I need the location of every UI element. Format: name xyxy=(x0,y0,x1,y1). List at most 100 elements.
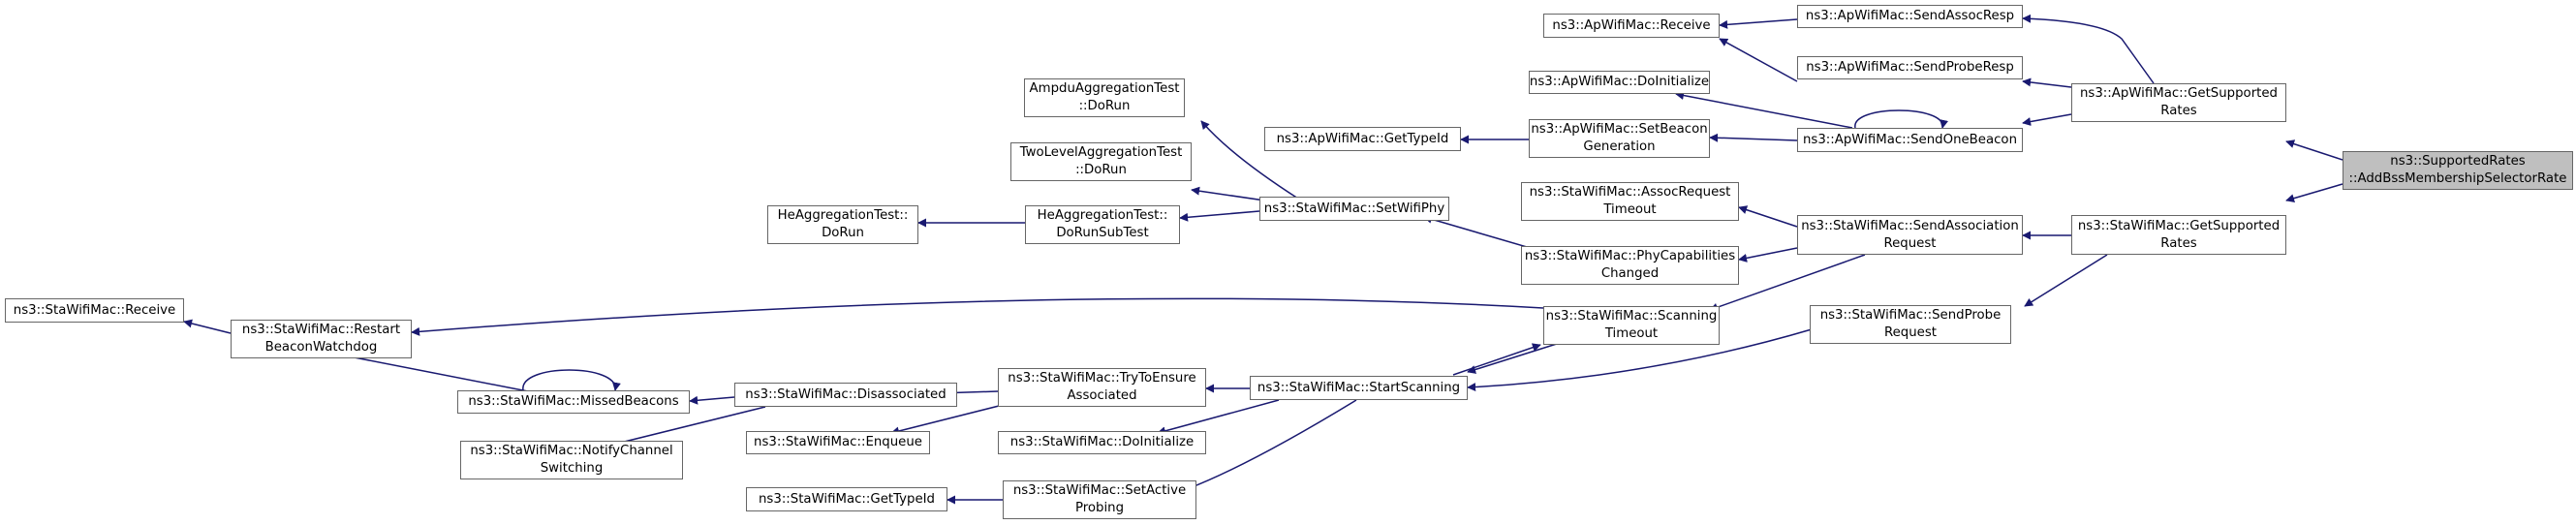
node-label-line: ns3::StaWifiMac::MissedBeacons xyxy=(468,394,679,409)
node-sta-missed-beacons[interactable]: ns3::StaWifiMac::MissedBeacons xyxy=(457,390,690,414)
node-label-line: ns3::StaWifiMac::StartScanning xyxy=(1257,380,1461,395)
node-label-line: ns3::ApWifiMac::SendOneBeacon xyxy=(1802,132,2017,147)
node-label-line: Request xyxy=(1883,325,1937,340)
node-sta-get-type-id[interactable]: ns3::StaWifiMac::GetTypeId xyxy=(746,487,947,511)
node-label-line: Associated xyxy=(1067,388,1137,403)
node-ampdu-aggregation-test-do-run[interactable]: AmpduAggregationTest ::DoRun xyxy=(1024,78,1185,117)
node-label-line: Rates xyxy=(2160,104,2197,118)
edge-add-bss-to-ap-get-supported xyxy=(2285,139,2343,161)
node-label-line: AmpduAggregationTest xyxy=(1029,81,1180,96)
node-label-line: ns3::StaWifiMac::GetSupported xyxy=(2077,218,2281,233)
node-label-line: ns3::ApWifiMac::GetSupported xyxy=(2079,86,2278,101)
node-sta-enqueue[interactable]: ns3::StaWifiMac::Enqueue xyxy=(746,431,930,454)
edge-send-one-beacon-self xyxy=(1854,109,1949,129)
node-label-line: ns3::StaWifiMac::SetWifiPhy xyxy=(1263,201,1445,216)
node-label-line: ns3::StaWifiMac::SendAssociation xyxy=(1801,218,2019,233)
node-label-line: ns3::ApWifiMac::Receive xyxy=(1552,17,1711,33)
node-sta-try-to-ensure-associated[interactable]: ns3::StaWifiMac::TryToEnsure Associated xyxy=(998,368,1206,407)
node-he-aggregation-test-do-run[interactable]: HeAggregationTest:: DoRun xyxy=(767,205,918,244)
node-label-line: Probing xyxy=(1074,501,1125,515)
node-label-line: HeAggregationTest:: xyxy=(1037,208,1168,223)
edge-missed-beacons-to-restart-beacon-watchdog xyxy=(328,350,529,392)
node-ap-set-beacon-generation[interactable]: ns3::ApWifiMac::SetBeacon Generation xyxy=(1529,119,1710,158)
edge-start-scanning-to-scanning-timeout xyxy=(1452,343,1541,376)
node-label-line: ns3::ApWifiMac::SetBeacon xyxy=(1531,122,1708,137)
node-sta-disassociated[interactable]: ns3::StaWifiMac::Disassociated xyxy=(734,383,957,407)
edge-scanning-timeout-to-start-scanning xyxy=(1467,342,1561,374)
edge-scanning-timeout-to-restart-beacon-watchdog xyxy=(411,297,1544,336)
edge-disassociated-to-missed-beacons xyxy=(689,395,735,405)
node-label-line: ns3::StaWifiMac::Receive xyxy=(13,302,176,318)
edge-send-association-request-to-assoc-request-timeout xyxy=(1738,205,1798,228)
node-ap-send-assoc-resp[interactable]: ns3::ApWifiMac::SendAssocResp xyxy=(1797,5,2023,28)
node-label-line: Timeout xyxy=(1604,326,1659,341)
node-ap-do-initialize[interactable]: ns3::ApWifiMac::DoInitialize xyxy=(1529,71,1710,94)
node-label-line: ns3::StaWifiMac::Scanning xyxy=(1545,309,1718,324)
node-label-line: BeaconWatchdog xyxy=(264,340,378,355)
node-label-line: ::DoRun xyxy=(1078,99,1131,113)
node-he-aggregation-test-do-run-sub-test[interactable]: HeAggregationTest:: DoRunSubTest xyxy=(1025,205,1180,244)
node-ap-get-type-id[interactable]: ns3::ApWifiMac::GetTypeId xyxy=(1264,127,1461,151)
node-label-line: DoRun xyxy=(822,226,864,240)
node-sta-get-supported-rates[interactable]: ns3::StaWifiMac::GetSupported Rates xyxy=(2071,215,2286,255)
node-label-line: ns3::StaWifiMac::Restart xyxy=(241,323,401,337)
node-label-line: TwoLevelAggregationTest xyxy=(1019,145,1183,160)
node-label-line: Rates xyxy=(2160,235,2197,251)
edge-restart-beacon-watchdog-to-sta-receive xyxy=(183,319,232,334)
node-sta-start-scanning[interactable]: ns3::StaWifiMac::StartScanning xyxy=(1250,376,1468,400)
node-label-line: ns3::StaWifiMac::AssocRequest xyxy=(1529,185,1731,200)
edge-send-probe-resp-to-receive xyxy=(1719,38,1798,82)
node-label-line: HeAggregationTest:: xyxy=(777,208,909,223)
node-label-line: ns3::StaWifiMac::NotifyChannel xyxy=(470,444,673,458)
node-label-line: ns3::ApWifiMac::GetTypeId xyxy=(1276,131,1449,146)
edge-ap-get-supported-to-send-one-beacon xyxy=(2022,113,2072,126)
node-ap-receive[interactable]: ns3::ApWifiMac::Receive xyxy=(1543,14,1720,38)
node-label-line: ns3::ApWifiMac::DoInitialize xyxy=(1529,75,1710,89)
edge-missed-beacons-self xyxy=(522,369,621,391)
node-sta-notify-channel-switching[interactable]: ns3::StaWifiMac::NotifyChannel Switching xyxy=(460,441,683,479)
edge-add-bss-to-sta-get-supported xyxy=(2285,183,2343,203)
node-sta-send-probe-request[interactable]: ns3::StaWifiMac::SendProbe Request xyxy=(1810,305,2011,344)
node-label-line: ns3::StaWifiMac::SetActive xyxy=(1012,483,1187,498)
node-label-line: Timeout xyxy=(1603,202,1657,217)
edge-start-scanning-to-set-active-probing xyxy=(1186,399,1357,491)
node-label-line: ns3::StaWifiMac::Enqueue xyxy=(754,435,922,449)
node-sta-do-initialize[interactable]: ns3::StaWifiMac::DoInitialize xyxy=(998,431,1206,454)
node-label-line: ns3::StaWifiMac::PhyCapabilities xyxy=(1524,249,1736,263)
edge-ap-get-supported-to-send-probe-resp xyxy=(2022,77,2072,88)
node-ap-send-one-beacon[interactable]: ns3::ApWifiMac::SendOneBeacon xyxy=(1797,128,2023,152)
node-label-line: Generation xyxy=(1583,139,1656,154)
edge-start-scanning-to-do-initialize xyxy=(1157,399,1280,436)
edge-send-assoc-resp-to-receive xyxy=(1719,18,1798,29)
node-sta-receive[interactable]: ns3::StaWifiMac::Receive xyxy=(5,298,184,323)
node-label-line: Changed xyxy=(1600,266,1660,281)
node-label-line: DoRunSubTest xyxy=(1056,226,1149,240)
edge-send-one-beacon-to-set-beacon-generation xyxy=(1709,133,1798,142)
node-label-line: Switching xyxy=(540,461,604,476)
node-sta-set-active-probing[interactable]: ns3::StaWifiMac::SetActive Probing xyxy=(1003,480,1196,519)
node-label-line: ::AddBssMembershipSelectorRate xyxy=(2348,171,2567,186)
node-label-line: ns3::ApWifiMac::SendProbeResp xyxy=(1806,60,2014,75)
node-sta-assoc-request-timeout[interactable]: ns3::StaWifiMac::AssocRequest Timeout xyxy=(1521,182,1739,221)
node-sta-scanning-timeout[interactable]: ns3::StaWifiMac::Scanning Timeout xyxy=(1543,306,1720,345)
edge-set-wifi-phy-to-ampdu-test xyxy=(1200,120,1299,200)
node-ap-get-supported-rates[interactable]: ns3::ApWifiMac::GetSupported Rates xyxy=(2071,83,2286,122)
node-label-line: ns3::StaWifiMac::SendProbe xyxy=(1819,308,2002,323)
edge-sta-get-supported-to-send-probe-request xyxy=(2024,254,2108,307)
edge-set-wifi-phy-to-he-test-sub xyxy=(1179,210,1260,222)
node-sta-send-association-request[interactable]: ns3::StaWifiMac::SendAssociation Request xyxy=(1797,215,2023,255)
node-add-bss-membership-selector-rate: ns3::SupportedRates ::AddBssMembershipSe… xyxy=(2343,151,2573,190)
node-sta-set-wifi-phy[interactable]: ns3::StaWifiMac::SetWifiPhy xyxy=(1259,197,1449,221)
node-label-line: ::DoRun xyxy=(1075,163,1127,177)
node-label-line: ns3::StaWifiMac::DoInitialize xyxy=(1009,435,1195,449)
node-ap-send-probe-resp[interactable]: ns3::ApWifiMac::SendProbeResp xyxy=(1797,56,2023,79)
node-label-line: ns3::SupportedRates xyxy=(2390,154,2526,169)
node-label-line: ns3::StaWifiMac::GetTypeId xyxy=(759,491,935,507)
node-sta-phy-capabilities-changed[interactable]: ns3::StaWifiMac::PhyCapabilities Changed xyxy=(1521,246,1739,285)
edge-send-association-request-to-phy-capabilities-changed xyxy=(1738,247,1798,262)
node-two-level-aggregation-test-do-run[interactable]: TwoLevelAggregationTest ::DoRun xyxy=(1010,142,1192,181)
node-label-line: ns3::StaWifiMac::Disassociated xyxy=(745,386,947,402)
node-label-line: Request xyxy=(1883,235,1937,251)
node-sta-restart-beacon-watchdog[interactable]: ns3::StaWifiMac::Restart BeaconWatchdog xyxy=(231,320,412,358)
